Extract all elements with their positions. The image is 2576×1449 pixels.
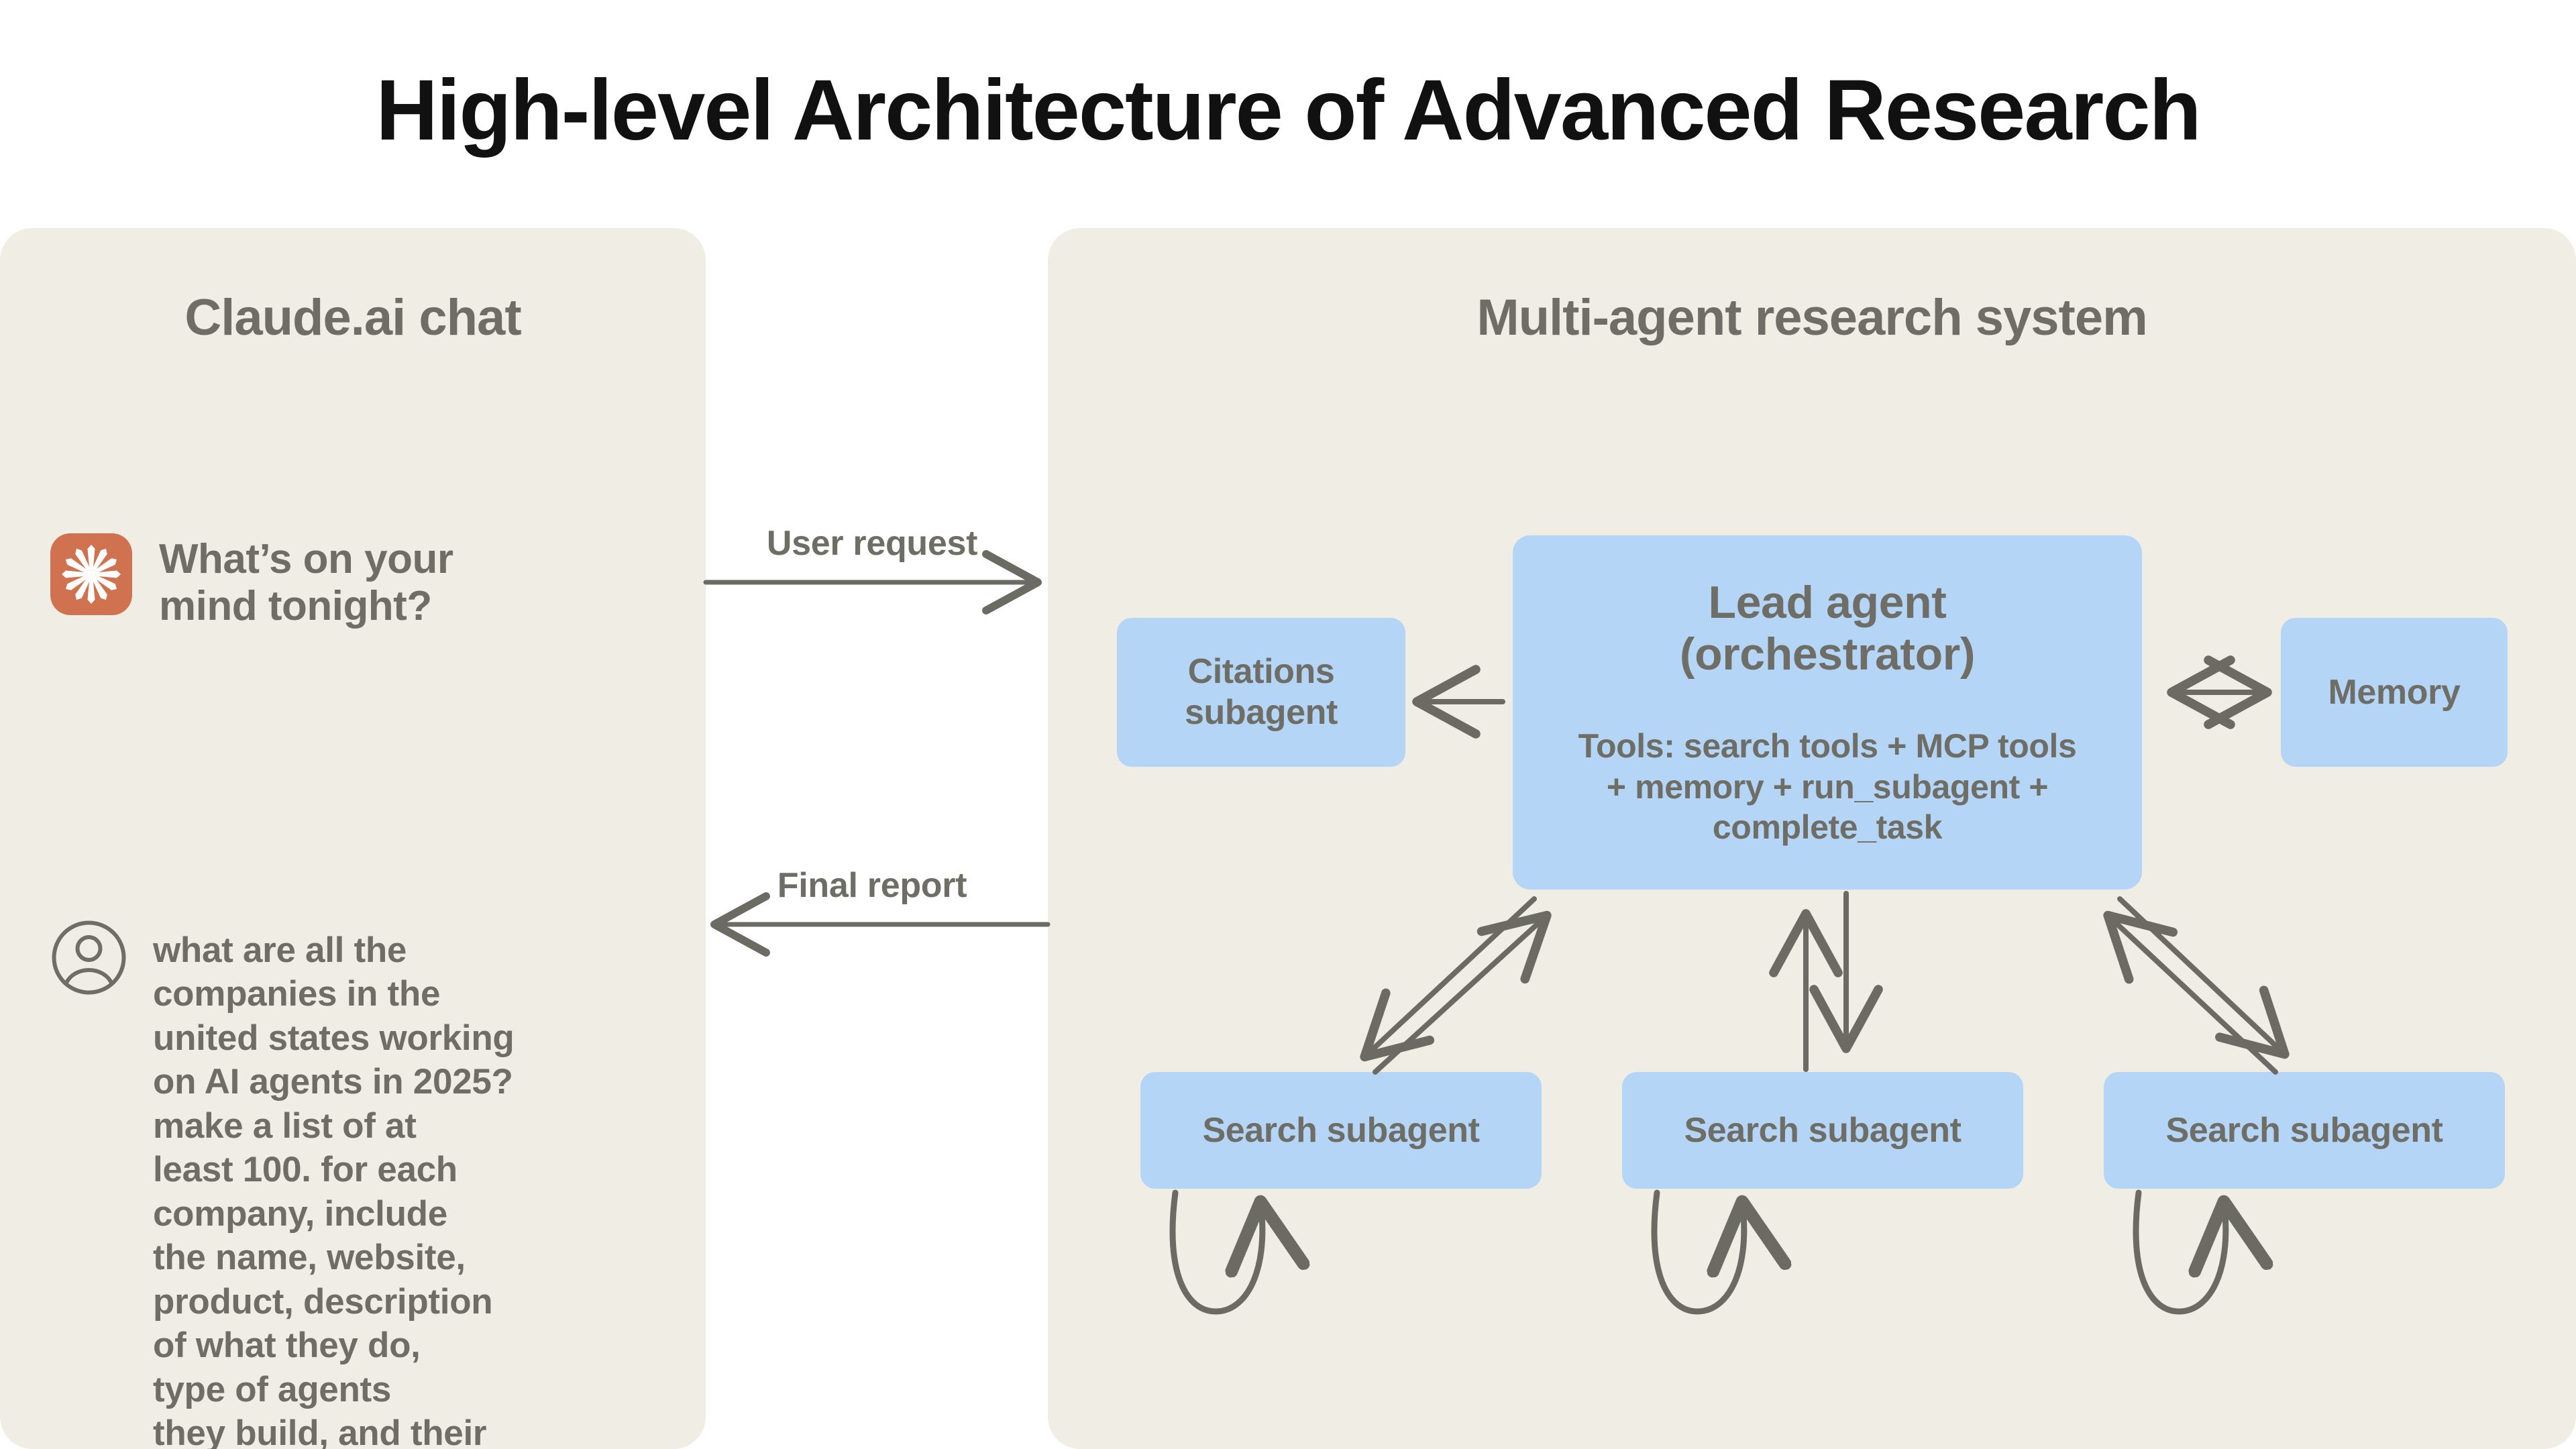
memory-node[interactable]: Memory (2281, 618, 2508, 767)
user-query-text: what are all the companies in the united… (153, 930, 515, 1449)
lead-agent-node[interactable]: Lead agent (orchestrator) Tools: search … (1513, 535, 2142, 890)
chat-panel-heading: Claude.ai chat (184, 289, 521, 346)
lead-agent-tools: Tools: search tools + MCP tools + memory… (1578, 727, 2077, 847)
user-message-block: what are all the companies in the united… (50, 919, 555, 1449)
connector-label-user-request: User request (766, 524, 978, 563)
connector-label-final-report: Final report (777, 866, 967, 905)
page-title: High-level Architecture of Advanced Rese… (376, 62, 2201, 158)
lead-agent-title: Lead agent (orchestrator) (1679, 577, 1976, 680)
search-subagent-node-1[interactable]: Search subagent (1140, 1072, 1542, 1189)
greeting-text: What’s on your mind tonight? (159, 536, 453, 630)
citations-subagent-node[interactable]: Citations subagent (1117, 618, 1405, 767)
system-panel-heading: Multi-agent research system (1477, 289, 2147, 346)
claude-greeting-block: What’s on your mind tonight? (50, 533, 453, 630)
claude-starburst-icon (50, 533, 132, 615)
search-subagent-node-3[interactable]: Search subagent (2104, 1072, 2505, 1189)
search-subagent-node-2[interactable]: Search subagent (1622, 1072, 2023, 1189)
claude-chat-panel: Claude.ai chat (0, 228, 706, 1449)
user-circle-icon (50, 919, 127, 996)
